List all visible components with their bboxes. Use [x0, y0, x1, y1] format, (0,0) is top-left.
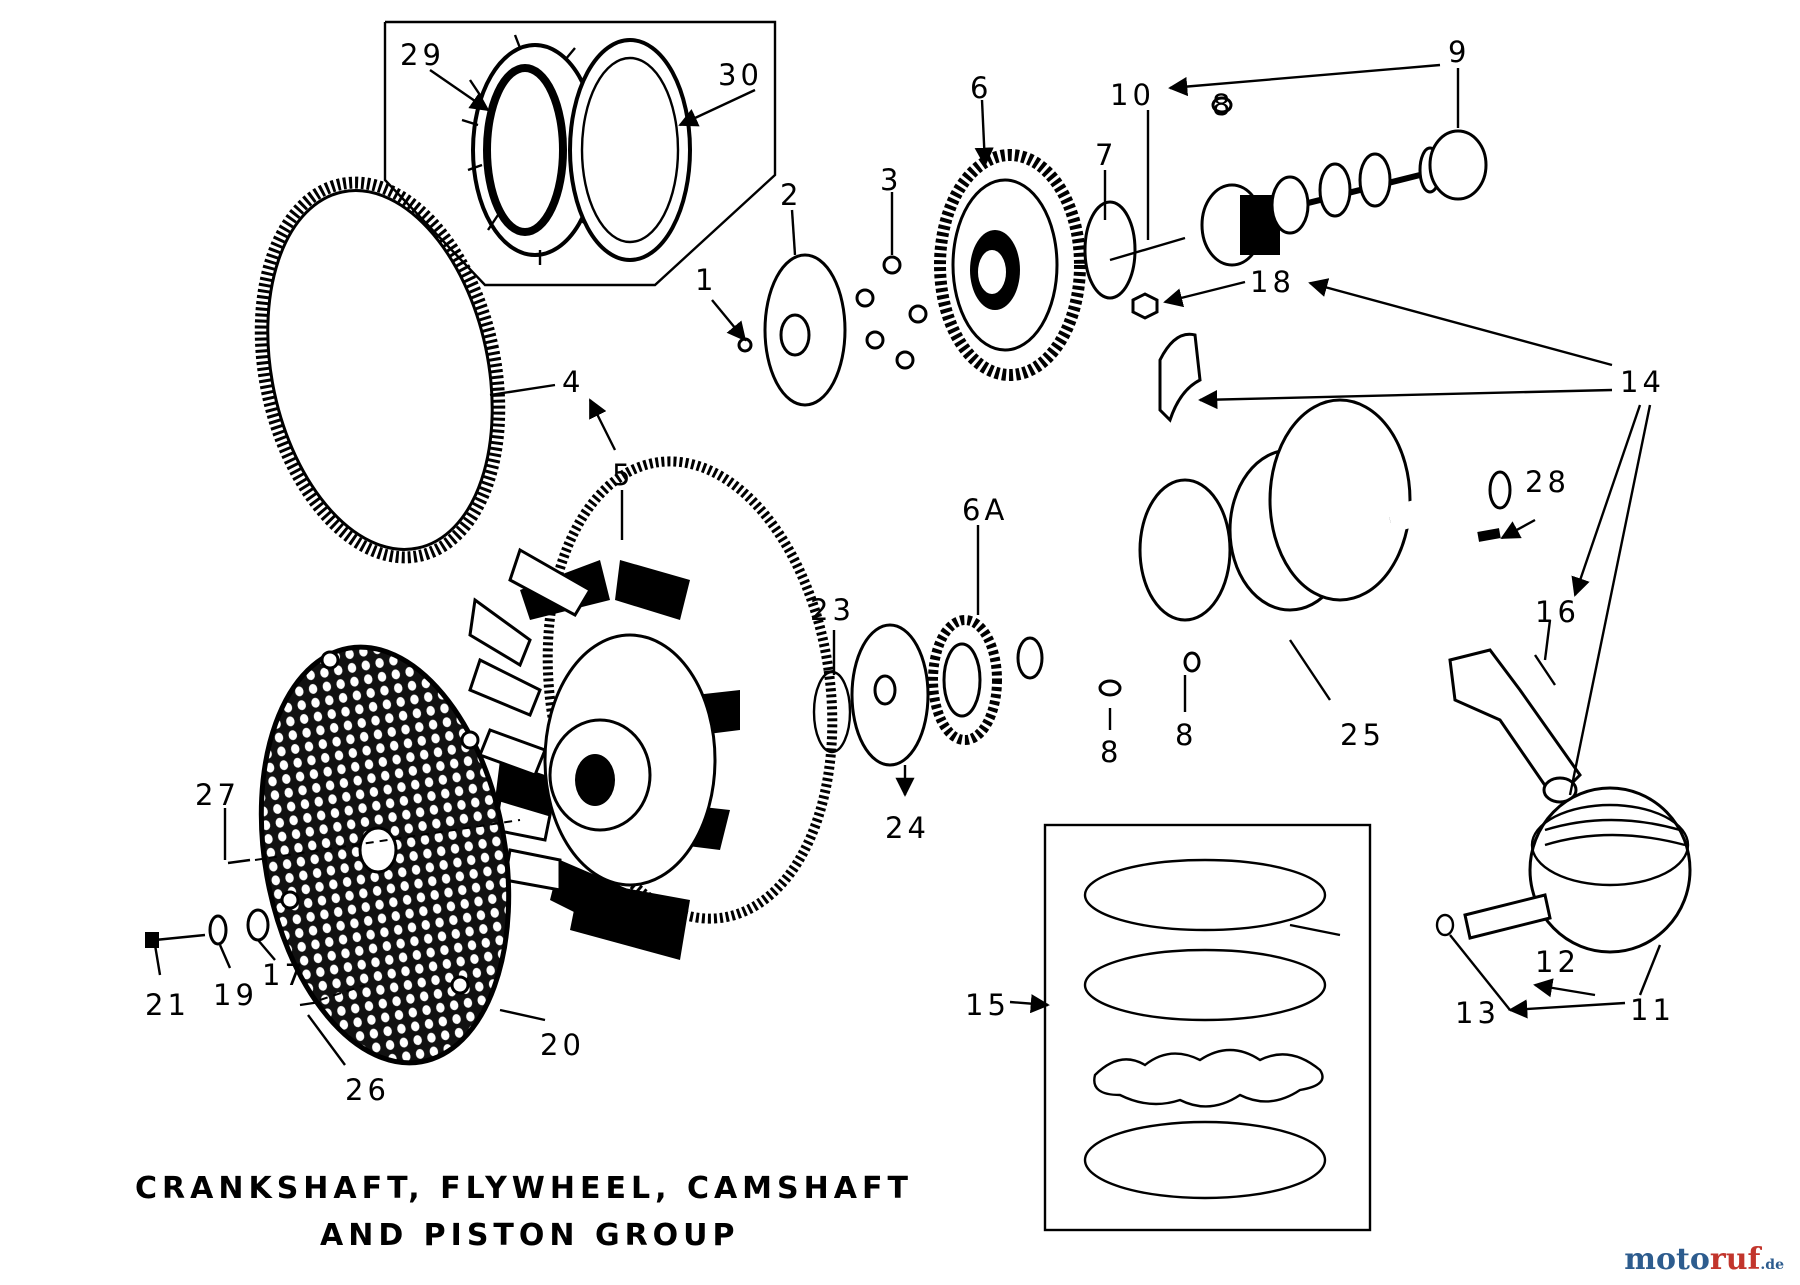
callout-17: 17 — [262, 958, 307, 992]
part-5-flywheel — [468, 456, 838, 960]
caption-line-2: AND PISTON GROUP — [320, 1218, 740, 1253]
part-16-connecting-rod — [1448, 648, 1582, 804]
callout-13: 13 — [1455, 996, 1500, 1030]
watermark-part-3: .de — [1760, 1257, 1784, 1273]
callout-18: 18 — [1250, 265, 1295, 299]
callout-9: 9 — [1448, 35, 1470, 69]
part-25-crankshaft — [1016, 398, 1512, 680]
part-2-governor-cup — [737, 253, 847, 407]
part-24-washer — [850, 623, 930, 767]
part-4-ring-gear — [254, 176, 506, 564]
part-9-camshaft — [1200, 129, 1488, 267]
callout-10: 10 — [1110, 78, 1155, 112]
part-7-washer — [1083, 200, 1137, 300]
callout-27: 27 — [195, 778, 240, 812]
callout-4: 4 — [562, 365, 584, 399]
callout-14: 14 — [1620, 365, 1665, 399]
callout-6a: 6A — [962, 493, 1008, 527]
leader-lines — [153, 63, 1662, 1066]
callout-12: 12 — [1535, 945, 1580, 979]
callout-20: 20 — [540, 1028, 585, 1062]
callout-3: 3 — [880, 163, 902, 197]
inset-frame-top — [383, 20, 777, 287]
diagram-caption: CRANKSHAFT, FLYWHEEL, CAMSHAFT AND PISTO… — [135, 1171, 913, 1253]
part-15-piston-ring-set — [1043, 823, 1372, 1232]
callout-30: 30 — [718, 58, 763, 92]
callout-8-low: 8 — [1100, 735, 1122, 769]
part-6a-crank-gear — [928, 615, 1002, 745]
part-13-clip — [1435, 913, 1455, 937]
watermark-logo: motoruf.de — [1624, 1242, 1784, 1277]
callout-28: 28 — [1525, 465, 1570, 499]
part-12-piston-pin — [1463, 893, 1552, 940]
callout-8-top: 8 — [1212, 88, 1234, 122]
part-14-rod-cap — [1158, 332, 1202, 423]
part-11-piston — [1528, 786, 1692, 954]
callout-24: 24 — [885, 811, 930, 845]
part-6-cam-gear — [934, 149, 1086, 381]
part-29-lock-washer — [461, 34, 609, 265]
watermark-part-1: moto — [1624, 1242, 1710, 1277]
part-20-blower-screen — [258, 644, 512, 1066]
callout-26: 26 — [345, 1073, 390, 1107]
watermark-part-2: ruf — [1709, 1242, 1761, 1277]
callout-21: 21 — [145, 988, 190, 1022]
callout-2: 2 — [780, 178, 802, 212]
callout-19: 19 — [213, 978, 258, 1012]
callout-16: 16 — [1535, 595, 1580, 629]
callout-8-mid: 8 — [1175, 718, 1197, 752]
callout-23: 23 — [810, 593, 855, 627]
part-8-keys — [1098, 96, 1233, 697]
caption-line-1: CRANKSHAFT, FLYWHEEL, CAMSHAFT — [135, 1171, 913, 1206]
callout-15: 15 — [965, 988, 1010, 1022]
part-18-nut — [1131, 292, 1159, 320]
part-3-governor-balls — [855, 255, 928, 370]
callout-1: 1 — [695, 263, 717, 297]
callout-labels: 29 30 1 2 3 6 7 10 8 9 18 14 4 5 6A 28 1… — [145, 35, 1675, 1107]
part-30-washer — [568, 38, 692, 262]
part-23-retaining-ring — [812, 670, 852, 754]
part-10-pin — [1109, 236, 1186, 262]
callout-6: 6 — [970, 71, 992, 105]
callout-11: 11 — [1630, 993, 1675, 1027]
callout-29: 29 — [400, 38, 445, 72]
callout-5: 5 — [612, 458, 634, 492]
callout-7: 7 — [1095, 138, 1117, 172]
part-28-key — [1477, 528, 1501, 542]
callout-25: 25 — [1340, 718, 1385, 752]
